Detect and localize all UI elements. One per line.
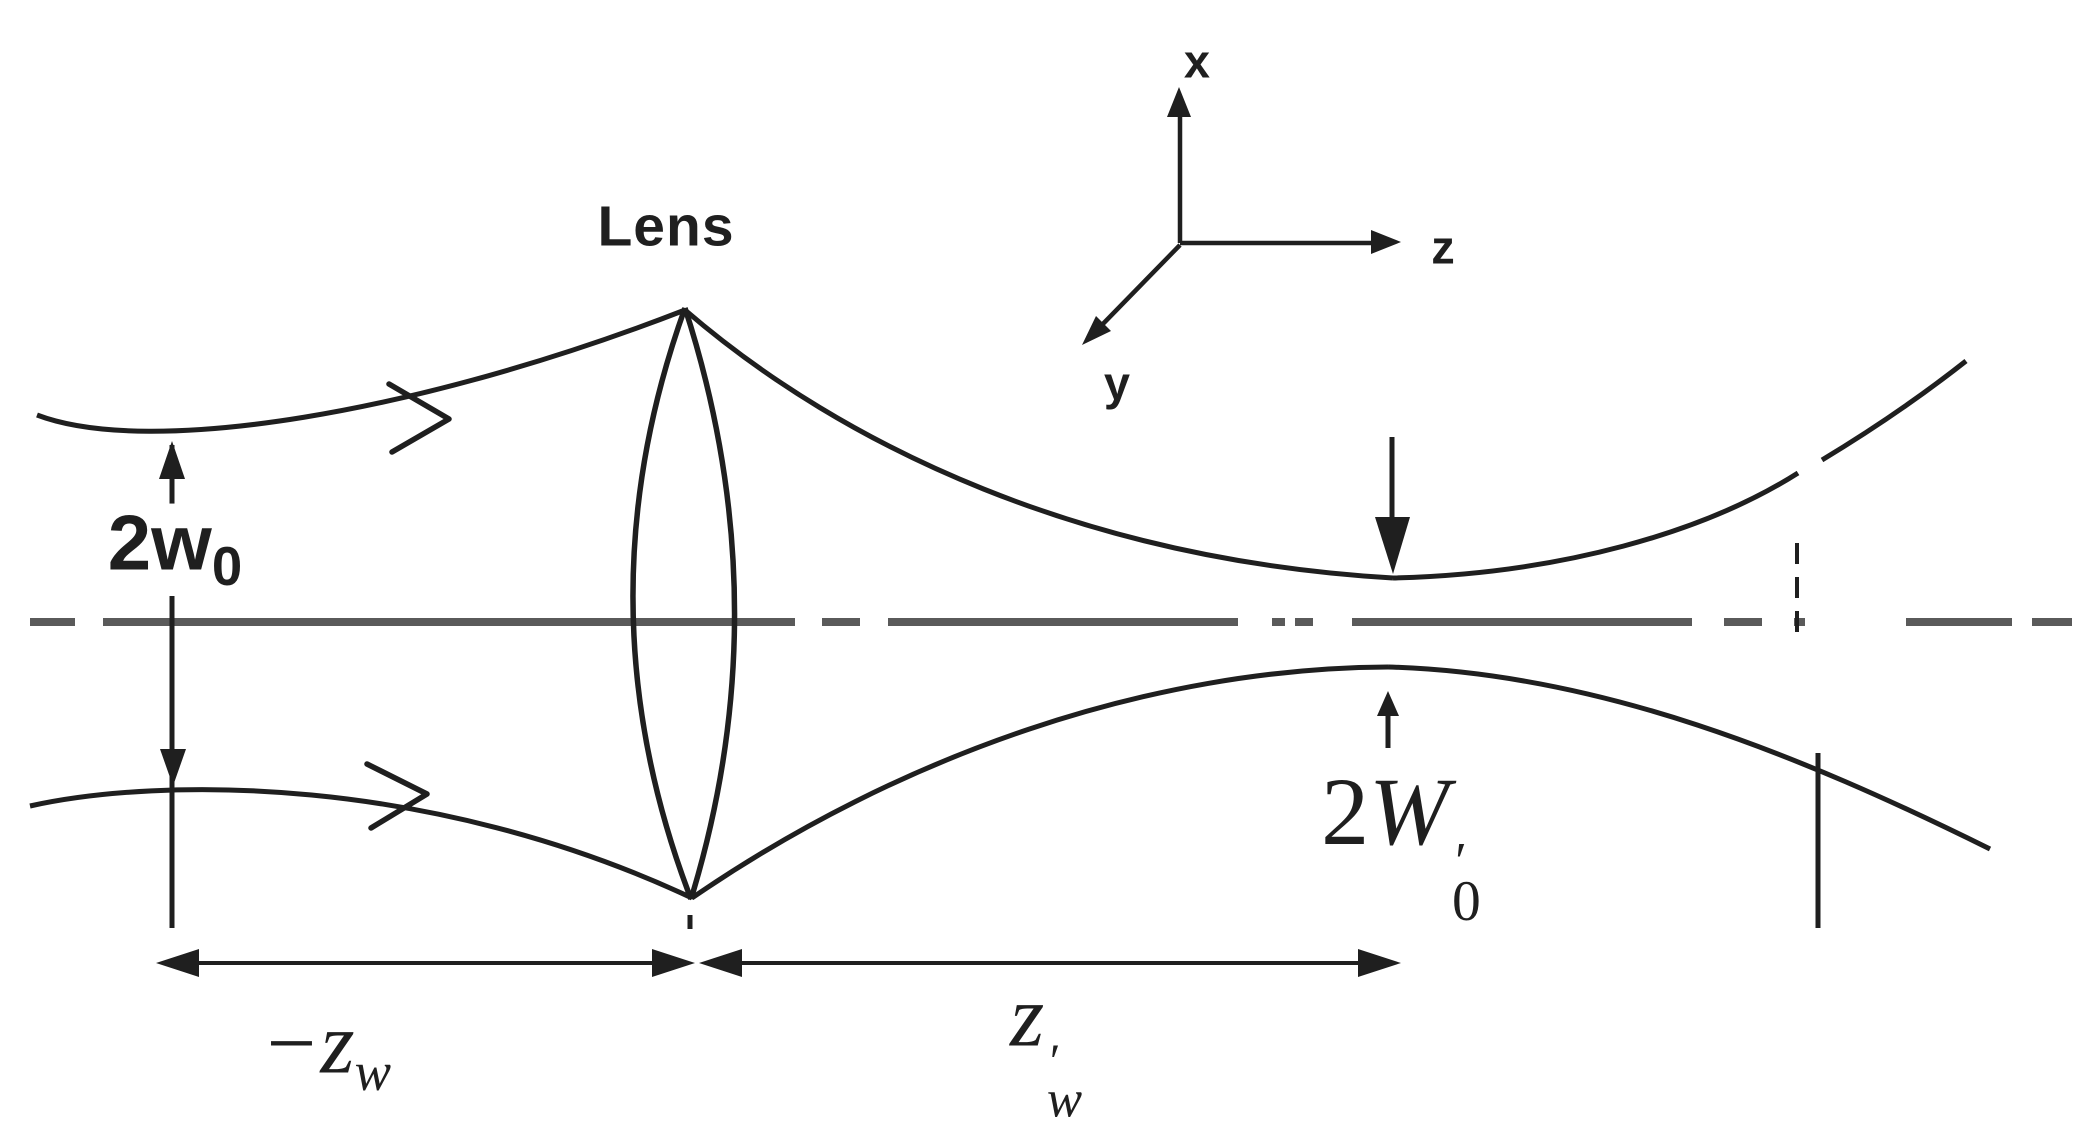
input-waist-label: 2w0 [104,503,246,597]
left-distance-main: −z [260,995,355,1093]
y-axis-arrowhead-icon [1082,316,1111,345]
up-arrowhead-icon [159,441,185,479]
right-arrowhead-icon [652,949,695,977]
left-arrowhead-icon [156,949,199,977]
right-distance-main: z [1009,968,1045,1066]
left-distance-label: −zw [261,1000,391,1099]
right-distance-prime: ′ [1046,1035,1058,1089]
left-distance-dimension [156,949,695,977]
axis-z-label: z [1431,220,1455,274]
coordinate-frame [1082,87,1401,345]
right-distance-label: z′w [1010,973,1083,1126]
output-waist-pointer-bottom [1377,691,1399,748]
z-axis-arrowhead-icon [1371,230,1401,254]
right-distance-dimension [699,949,1401,977]
x-axis-arrowhead-icon [1167,87,1191,117]
output-waist-subscript: 0 [1452,869,1481,933]
axis-y-label: y [1103,356,1131,410]
lens-label: Lens [597,194,735,259]
input-waist-subscript: 0 [211,535,243,597]
output-waist-pointer-top [1375,437,1410,574]
upper-beam-direction-arrow-icon [386,381,452,455]
lower-left-beam-edge [29,787,694,901]
up-arrowhead-icon [1377,691,1399,716]
output-waist-letter: W [1369,758,1450,865]
left-distance-subscript: w [354,1040,392,1102]
output-waist-label: 2W′0 [1321,764,1481,933]
lower-right-beam-edge [690,664,1992,901]
lower-beam-direction-arrow-icon [364,761,430,831]
output-waist-coefficient: 2 [1321,758,1370,865]
lens-outline [630,307,738,900]
upper-right-beam-edge [683,308,1968,581]
axis-x-label: x [1183,34,1211,88]
down-arrowhead-icon [160,749,186,786]
right-distance-subscript: w [1046,1070,1083,1126]
input-waist-measure [159,441,186,928]
input-waist-main: 2w [107,498,212,587]
upper-left-beam-edge [36,307,686,434]
left-arrowhead-icon [699,949,742,977]
output-waist-prime: ′ [1452,832,1464,891]
right-arrowhead-icon [1358,949,1401,977]
down-arrowhead-icon [1375,517,1410,574]
